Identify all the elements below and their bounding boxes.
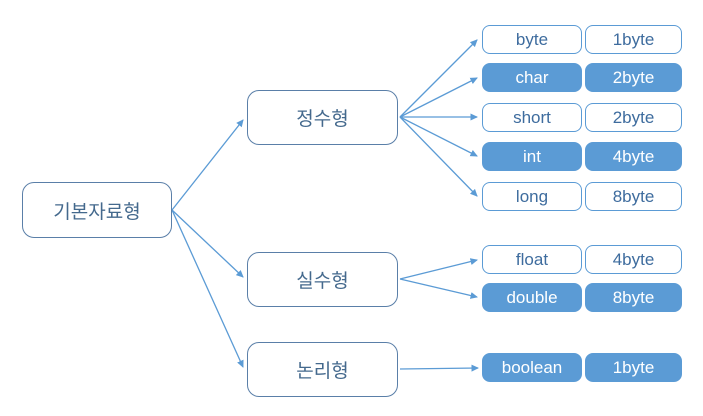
leaf-row-int: int 4byte	[482, 142, 682, 171]
edge-integer-to-byte	[399, 39, 478, 118]
root-node-basic-data-type: 기본자료형	[22, 182, 172, 238]
category-node-floating: 실수형	[247, 252, 398, 307]
leaf-row-boolean: boolean 1byte	[482, 353, 682, 382]
leaf-type-name: int	[482, 142, 582, 171]
leaf-type-name: double	[482, 283, 582, 312]
edge-integer-to-char	[399, 77, 478, 118]
edge-floating-to-double	[399, 278, 478, 299]
leaf-type-size: 1byte	[585, 353, 682, 382]
leaf-row-double: double 8byte	[482, 283, 682, 312]
leaf-type-name: long	[482, 182, 582, 211]
edge-root-to-integer	[171, 119, 244, 211]
leaf-type-name: char	[482, 63, 582, 92]
leaf-type-name: byte	[482, 25, 582, 54]
leaf-type-name: float	[482, 245, 582, 274]
leaf-type-name: short	[482, 103, 582, 132]
category-node-integer: 정수형	[247, 90, 398, 145]
leaf-type-size: 4byte	[585, 245, 682, 274]
root-node-label: 기본자료형	[53, 201, 141, 223]
leaf-type-size: 8byte	[585, 182, 682, 211]
leaf-row-char: char 2byte	[482, 63, 682, 92]
leaf-type-name: boolean	[482, 353, 582, 382]
leaf-row-float: float 4byte	[482, 245, 682, 274]
edge-root-to-logical	[171, 209, 244, 368]
category-node-label: 논리형	[296, 361, 349, 382]
category-node-label: 정수형	[296, 109, 349, 130]
category-node-label: 실수형	[296, 271, 349, 292]
leaf-row-byte: byte 1byte	[482, 25, 682, 54]
category-node-logical: 논리형	[247, 342, 398, 397]
leaf-type-size: 2byte	[585, 103, 682, 132]
leaf-row-long: long 8byte	[482, 182, 682, 211]
edge-floating-to-float	[399, 258, 478, 280]
edge-integer-to-int	[399, 116, 478, 157]
leaf-type-size: 4byte	[585, 142, 682, 171]
leaf-row-short: short 2byte	[482, 103, 682, 132]
leaf-type-size: 2byte	[585, 63, 682, 92]
edge-integer-to-long	[399, 116, 478, 197]
leaf-type-size: 8byte	[585, 283, 682, 312]
edge-logical-to-boolean	[399, 364, 479, 372]
edge-root-to-floating	[171, 209, 244, 278]
leaf-type-size: 1byte	[585, 25, 682, 54]
